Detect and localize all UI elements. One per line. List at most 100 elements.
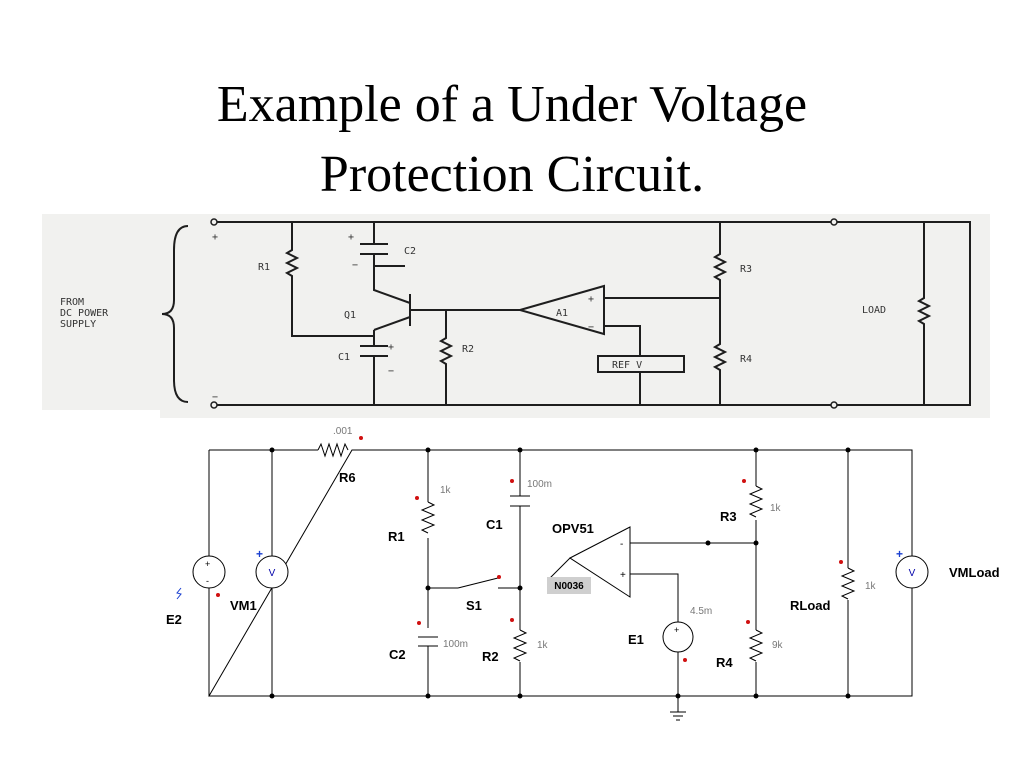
r4-pin-marker [746, 620, 750, 624]
vm1-glyph: V [269, 568, 276, 579]
e1-value: 4.5m [690, 606, 712, 617]
r4-resistor [748, 629, 764, 662]
r6-name: R6 [339, 470, 356, 485]
junction-dot [517, 585, 523, 591]
scan-r4-label: R4 [740, 354, 752, 365]
r4-value: 9k [772, 640, 784, 651]
scan-background [42, 214, 990, 418]
scan-supply-label-1: FROM [60, 297, 84, 308]
e2-pin-marker [216, 593, 220, 597]
c2-value: 100m [443, 639, 468, 650]
scan-terminal-top-right [830, 218, 838, 226]
junction-dot [845, 447, 851, 453]
r2-value: 1k [537, 640, 549, 651]
scan-terminal-bottom-left [210, 401, 218, 409]
r1-name: R1 [388, 529, 405, 544]
c2-capacitor [418, 636, 438, 647]
r4-name: R4 [716, 655, 733, 670]
e1-plus: + [674, 625, 679, 635]
opamp-minus: - [620, 539, 623, 550]
r6-pin-marker [359, 436, 363, 440]
scan-load [916, 222, 932, 405]
c1-name: C1 [486, 517, 503, 532]
vm1-voltmeter [255, 555, 289, 589]
vmload-name: VMLoad [949, 565, 1000, 580]
scan-plus-sign: + [212, 232, 218, 243]
rload-value: 1k [865, 581, 877, 592]
opamp-input-wires [630, 542, 756, 712]
junction-dot [675, 693, 681, 699]
r2-name: R2 [482, 649, 499, 664]
scan-supply-label-2: DC POWER [60, 308, 109, 319]
junction-dot [517, 447, 523, 453]
vmload-plus: + [896, 547, 903, 561]
r3-pin-marker [742, 479, 746, 483]
scan-q1-label: Q1 [344, 310, 356, 321]
scan-c2-label: C2 [404, 246, 416, 257]
c2-name: C2 [389, 647, 406, 662]
scan-c1-plus: + [388, 342, 394, 353]
scan-amp-wiring [604, 297, 720, 405]
rload-pin-marker [839, 560, 843, 564]
r6-resistor [317, 442, 349, 458]
e1-name: E1 [628, 632, 644, 647]
rload-resistor [840, 567, 856, 600]
junction-dot [517, 693, 523, 699]
junction-dot [269, 693, 275, 699]
r6-value: .001 [333, 426, 353, 437]
scan-supply-label-3: SUPPLY [60, 319, 96, 330]
e1-source [662, 621, 694, 653]
scan-amplifier [516, 284, 605, 336]
opamp-name: OPV51 [552, 521, 594, 536]
scan-terminal-top-left [210, 218, 218, 226]
opamp-plus: + [620, 570, 626, 581]
r3-value: 1k [770, 503, 782, 514]
slide-title: Example of a Under Voltage Protection Ci… [0, 70, 1024, 210]
scan-ref-box [597, 355, 685, 373]
e2-plus: + [205, 559, 210, 569]
junction-dot [753, 540, 759, 546]
r2-resistor [512, 629, 528, 662]
node-tag [547, 577, 591, 594]
junction-dots [269, 447, 851, 699]
title-line-1: Example of a Under Voltage [216, 76, 808, 133]
scan-terminal-bottom-right [830, 401, 838, 409]
scan-rails [214, 221, 971, 406]
scan-a1-label: A1 [556, 308, 568, 319]
scan-amp-plus: + [588, 294, 594, 305]
e1-pin-marker [683, 658, 687, 662]
title-line-2: Protection Circuit. [319, 146, 705, 203]
c1-value: 100m [527, 479, 552, 490]
vmload-voltmeter [895, 555, 929, 589]
c1-capacitor [510, 495, 530, 507]
scan-minus-sign: − [212, 392, 218, 403]
ground-icon [670, 711, 686, 721]
scan-c1-label: C1 [338, 352, 350, 363]
e2-minus: - [206, 576, 209, 586]
outer-wire-loop [208, 449, 913, 697]
simulator-schematic: .001 R6 1k R1 100m C1 OPV51 - + N0036 1k… [166, 426, 1000, 721]
scan-r2-label: R2 [462, 344, 474, 355]
s1-switch-blade [457, 577, 499, 589]
junction-dot [845, 693, 851, 699]
junction-dot [425, 585, 431, 591]
junction-dot [753, 447, 759, 453]
r3-name: R3 [720, 509, 737, 524]
scan-transistor-column [360, 222, 411, 405]
c1-pin-marker [510, 479, 514, 483]
r1-resistor [420, 501, 436, 534]
e2-source [192, 555, 226, 589]
scan-c1-minus: − [388, 366, 394, 377]
scan-amp-minus: − [588, 322, 594, 333]
opamp-symbol [569, 526, 631, 598]
node-tag-label: N0036 [554, 581, 584, 592]
scan-load-label: LOAD [862, 305, 886, 316]
c2-pin-marker [417, 621, 421, 625]
scan-ref-label: REF V [612, 360, 642, 371]
vm1-name: VM1 [230, 598, 257, 613]
junction-dot [705, 540, 711, 546]
scan-r3-label: R3 [740, 264, 752, 275]
scan-divider [712, 222, 728, 405]
scan-r1-label: R1 [258, 262, 270, 273]
